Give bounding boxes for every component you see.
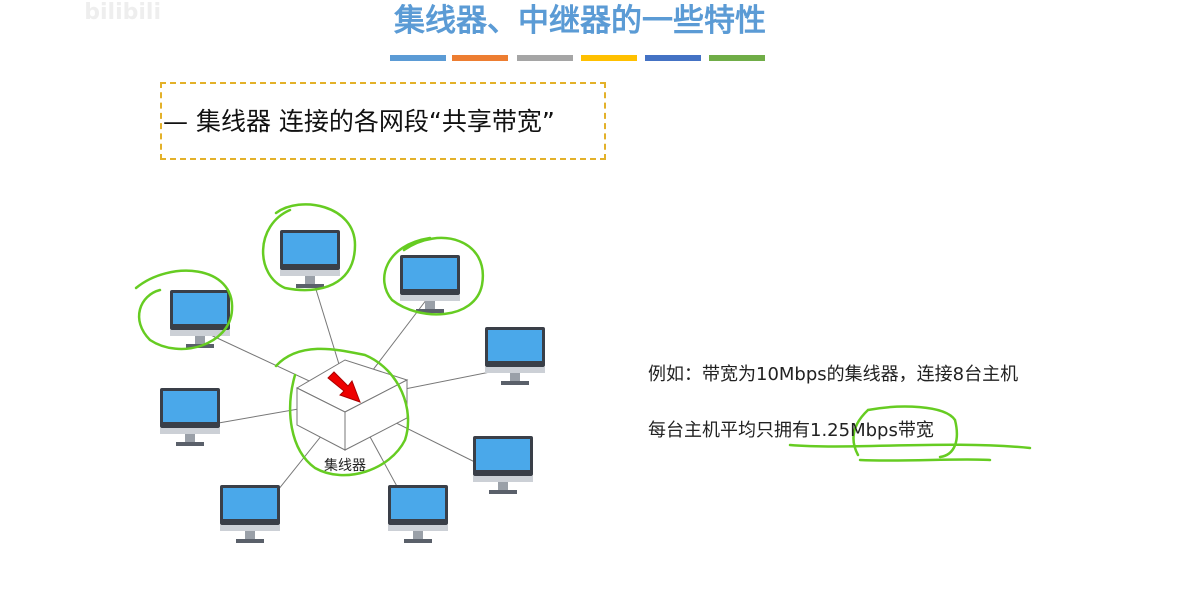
computer-monitor-icon	[473, 436, 533, 494]
handwritten-annotations	[134, 203, 1032, 477]
hub-cube-icon	[295, 359, 409, 451]
red-arrow-icon	[327, 371, 361, 403]
example-line-2: 每台主机平均只拥有1.25Mbps带宽	[648, 420, 934, 441]
title-bar-1	[390, 55, 446, 61]
title-bar-6	[709, 55, 765, 61]
title-bar-4	[581, 55, 637, 61]
computer-monitor-icon	[280, 230, 340, 288]
computer-monitor-icon	[388, 485, 448, 543]
title-bar-5	[645, 55, 701, 61]
heading-text: — 集线器 连接的各网段“共享带宽”	[163, 107, 555, 136]
slide-title: 集线器、中继器的一些特性	[394, 3, 766, 39]
computer-monitor-icon	[485, 327, 545, 385]
computer-monitor-icon	[400, 255, 460, 313]
heading-box	[160, 82, 606, 160]
hub-label: 集线器	[324, 457, 366, 474]
title-bar-2	[452, 55, 508, 61]
bilibili-watermark: bilibili	[0, 0, 161, 25]
hosts	[160, 230, 545, 543]
title-bar-3	[517, 55, 573, 61]
computer-monitor-icon	[220, 485, 280, 543]
example-line-1: 例如：带宽为10Mbps的集线器，连接8台主机	[648, 364, 1019, 385]
computer-monitor-icon	[160, 388, 220, 446]
